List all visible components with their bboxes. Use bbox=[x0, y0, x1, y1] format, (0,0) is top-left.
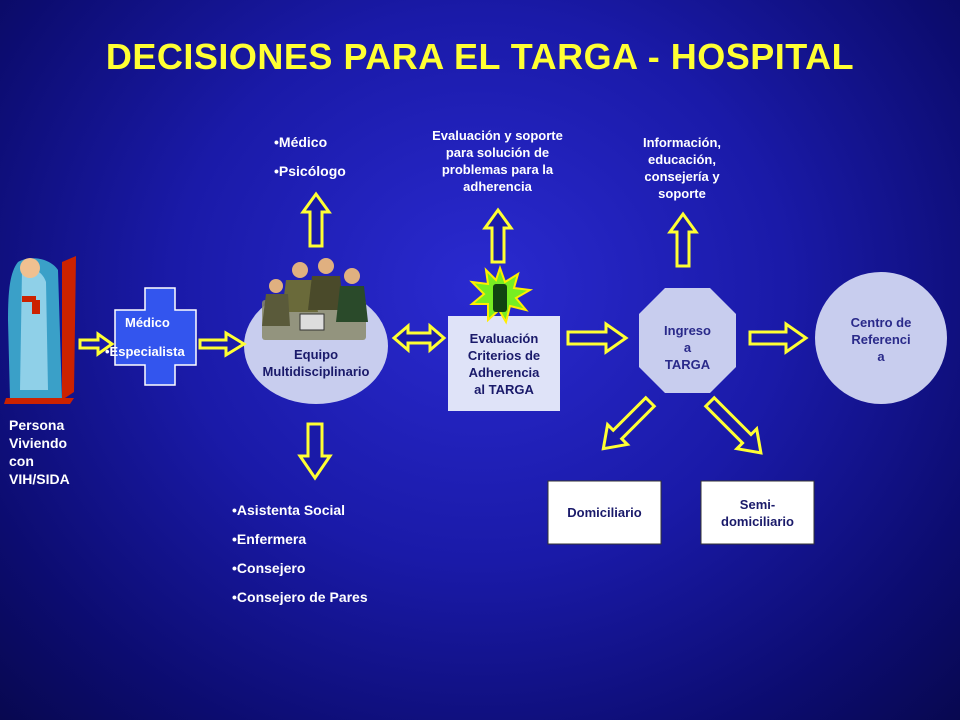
arrow-ingreso-to-domiciliario bbox=[601, 395, 657, 451]
team-meeting-icon bbox=[262, 258, 368, 340]
list-item: Médico bbox=[274, 128, 346, 157]
equipo-line-2: Multidisciplinario bbox=[262, 364, 370, 379]
arrow-equipo-down bbox=[297, 422, 333, 481]
person-figure-icon bbox=[4, 256, 76, 404]
ingreso-octagon bbox=[639, 288, 736, 393]
semi-domiciliario-label: Semi- domiciliario bbox=[701, 496, 814, 530]
persona-line: Viviendo bbox=[9, 435, 68, 451]
persona-line: VIH/SIDA bbox=[9, 471, 70, 487]
ingreso-line: Ingreso bbox=[664, 323, 711, 338]
persona-label: Persona Viviendo con VIH/SIDA bbox=[9, 416, 70, 488]
evaluacion-box bbox=[448, 316, 560, 411]
equipo-top-list: Médico Psicólogo bbox=[274, 128, 346, 186]
persona-line: con bbox=[9, 453, 34, 469]
ingreso-top-line: Información, bbox=[642, 135, 721, 150]
domiciliario-box bbox=[547, 480, 662, 545]
centro-line: a bbox=[877, 349, 885, 364]
ingreso-top-text: Información, educación, consejería y sop… bbox=[612, 134, 752, 202]
centro-circle bbox=[815, 272, 947, 404]
arrow-ingreso-up bbox=[667, 211, 699, 268]
list-item: Enfermera bbox=[232, 525, 368, 554]
ingreso-line: a bbox=[683, 340, 692, 355]
ingreso-top-line: educación, bbox=[648, 152, 716, 167]
starburst-icon bbox=[469, 264, 534, 325]
equipo-line-1: Equipo bbox=[293, 347, 339, 362]
ingreso-line: TARGA bbox=[664, 357, 711, 372]
evaluacion-top-line: para solución de bbox=[445, 145, 550, 160]
evaluacion-line: Evaluación bbox=[469, 331, 539, 346]
ingreso-top-line: soporte bbox=[658, 186, 706, 201]
arrow-medico-to-equipo bbox=[198, 330, 247, 358]
semi-line-1: Semi- bbox=[739, 497, 776, 512]
arrow-evaluacion-up bbox=[482, 207, 514, 264]
evaluacion-top-line: Evaluación y soporte bbox=[432, 128, 563, 143]
list-item: Asistenta Social bbox=[232, 496, 368, 525]
centro-line: Centro de bbox=[850, 315, 912, 330]
arrow-persona-to-medico bbox=[78, 331, 115, 357]
domiciliario-label: Domiciliario bbox=[567, 505, 642, 520]
evaluacion-line: Adherencia bbox=[468, 365, 540, 380]
ingreso-top-line: consejería y bbox=[644, 169, 720, 184]
evaluacion-line: Criterios de bbox=[467, 348, 541, 363]
medico-cross-title: Médico bbox=[125, 315, 170, 330]
centro-text: Centro de Referenci a bbox=[815, 314, 947, 365]
arrow-ingreso-to-semi-domiciliario bbox=[703, 395, 763, 455]
arrow-ingreso-to-centro bbox=[748, 321, 809, 355]
centro-line: Referenci bbox=[851, 332, 911, 347]
ingreso-text: Ingreso a TARGA bbox=[639, 322, 736, 373]
medico-cross-specialist: •Especialista bbox=[105, 344, 185, 359]
arrow-equipo-up bbox=[300, 191, 332, 248]
evaluacion-top-line: adherencia bbox=[463, 179, 532, 194]
page-title: DECISIONES PARA EL TARGA - HOSPITAL bbox=[105, 36, 855, 77]
list-item: Psicólogo bbox=[274, 157, 346, 186]
semi-domiciliario-box bbox=[700, 480, 815, 545]
semi-line-2: domiciliario bbox=[721, 514, 794, 529]
arrow-equipo-evaluacion-bidirectional bbox=[391, 322, 447, 354]
list-item: Consejero bbox=[232, 554, 368, 583]
evaluacion-line: al TARGA bbox=[474, 382, 534, 397]
arrow-evaluacion-to-ingreso bbox=[566, 321, 629, 355]
equipo-label: Equipo Multidisciplinario bbox=[244, 346, 388, 380]
evaluacion-top-text: Evaluación y soporte para solución de pr… bbox=[405, 127, 590, 195]
persona-line: Persona bbox=[9, 417, 65, 433]
list-item: Consejero de Pares bbox=[232, 583, 368, 612]
medico-cross-shape bbox=[114, 287, 197, 386]
evaluacion-box-text: Evaluación Criterios de Adherencia al TA… bbox=[448, 330, 560, 398]
equipo-bottom-list: Asistenta Social Enfermera Consejero Con… bbox=[232, 496, 368, 612]
evaluacion-top-line: problemas para la bbox=[441, 162, 554, 177]
